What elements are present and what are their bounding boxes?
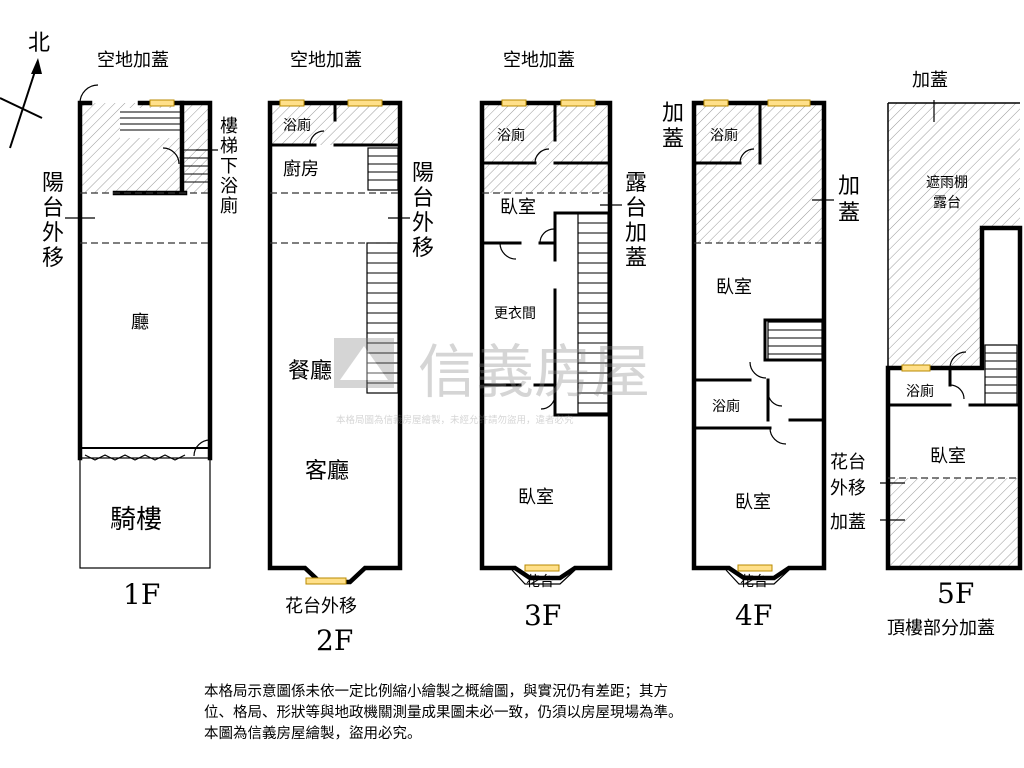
f5-planter-left-0: 花台	[830, 452, 866, 473]
f1-main-room: 廳	[131, 312, 149, 333]
f1-side-left-2: 外	[42, 221, 64, 246]
f3-caption: 3F	[524, 599, 561, 632]
brand-logo-icon	[334, 338, 394, 388]
f2-living: 客廳	[305, 459, 349, 484]
floor-1f: 空地加蓋 陽 台 外 移 樓 梯 下 浴 廁 廳 騎樓 1F	[42, 50, 238, 611]
f4-top-left-0: 加	[662, 101, 684, 126]
f1-side-right-1: 梯	[220, 136, 238, 157]
f4-side-right-1: 蓋	[838, 201, 860, 226]
brand-watermark: 信義房屋 本格局圖為信義房屋繪製，未經允許請勿盜用，違者必究	[334, 338, 650, 426]
f5-top-label: 加蓋	[912, 70, 948, 91]
f2-bath: 浴廁	[283, 117, 311, 134]
f2-kitchen: 廚房	[283, 158, 319, 180]
f3-bedroom-top: 臥室	[500, 197, 536, 218]
compass: 北	[0, 31, 50, 149]
floor-4f: 加 蓋 浴廁 加 蓋 臥室 浴廁 臥室 花台 4F	[662, 99, 860, 632]
f1-side-right-2: 下	[220, 156, 238, 177]
f4-bath-mid: 浴廁	[712, 398, 740, 415]
f1-arcade: 騎樓	[110, 505, 162, 535]
f5-bath: 浴廁	[906, 383, 934, 400]
watermark-brand: 信義房屋	[418, 338, 650, 406]
f3-side-right-2: 加	[625, 221, 647, 246]
disclaimer-line: 本格局示意圖係未依一定比例縮小繪製之概繪圖，與實況仍有差距；其方	[204, 684, 668, 700]
f1-side-left-3: 移	[42, 246, 64, 271]
f2-top-label: 空地加蓋	[290, 50, 362, 71]
f1-side-left-1: 台	[42, 196, 64, 221]
f5-planter-left-1: 外移	[830, 478, 866, 499]
f5-canopy-1: 露台	[933, 195, 961, 211]
watermark-caption: 本格局圖為信義房屋繪製，未經允許請勿盜用，違者必究	[336, 414, 574, 426]
f1-caption: 1F	[123, 578, 160, 611]
north-arrow-icon	[31, 58, 42, 74]
f5-addition-left: 加蓋	[830, 512, 866, 533]
f3-side-right-1: 台	[625, 196, 647, 221]
f2-side-right-1: 台	[412, 186, 434, 211]
f4-bedroom-main: 臥室	[735, 492, 771, 513]
f1-top-label: 空地加蓋	[97, 50, 169, 71]
f4-planter: 花台	[740, 574, 768, 590]
f4-bedroom-top: 臥室	[716, 277, 752, 298]
f4-top-left-1: 蓋	[662, 127, 684, 152]
f4-side-right-0: 加	[838, 174, 860, 199]
f5-subcaption: 頂樓部分加蓋	[887, 618, 995, 639]
floor-2f: 空地加蓋 浴廁 廚房 陽 台 外 移 餐廳 客廳 花台外移 2F	[267, 50, 434, 657]
f1-side-right-0: 樓	[220, 116, 238, 137]
f4-caption: 4F	[735, 599, 772, 632]
f2-side-right-3: 移	[412, 236, 434, 261]
floor-3f: 空地加蓋 浴廁 臥室 露 台 加 蓋 更衣間 臥室 花台 3F	[479, 50, 647, 632]
f2-side-right-0: 陽	[412, 161, 434, 186]
floor-5f: 加蓋 遮雨棚 露台 浴廁 臥室 花台 外移 加蓋 5F 頂樓部分加蓋	[830, 70, 1023, 639]
f5-canopy-0: 遮雨棚	[926, 175, 968, 191]
f2-bottom-label: 花台外移	[285, 596, 357, 617]
f3-closet: 更衣間	[494, 306, 536, 322]
f3-side-right-0: 露	[625, 171, 647, 196]
f5-caption: 5F	[937, 577, 974, 610]
f4-bath-top: 浴廁	[710, 127, 738, 144]
disclaimer-note: 本格局示意圖係未依一定比例縮小繪製之概繪圖，與實況仍有差距；其方 位、格局、形狀…	[204, 682, 844, 745]
compass-north-label: 北	[28, 31, 50, 56]
f2-dining: 餐廳	[288, 359, 332, 384]
f3-side-right-3: 蓋	[625, 246, 647, 271]
f2-side-right-2: 外	[412, 211, 434, 236]
f1-side-right-3: 浴	[220, 176, 238, 197]
f1-side-left-0: 陽	[42, 171, 64, 196]
f3-bedroom-main: 臥室	[518, 487, 554, 508]
f3-top-label: 空地加蓋	[503, 50, 575, 71]
f5-bedroom: 臥室	[930, 446, 966, 467]
f3-bath: 浴廁	[497, 127, 525, 144]
disclaimer-line: 本圖為信義房屋繪製，盜用必究。	[204, 726, 422, 742]
f1-side-right-4: 廁	[220, 195, 238, 217]
disclaimer-line: 位、格局、形狀等與地政機關測量成果圖未必一致，仍須以房屋現場為準。	[204, 705, 683, 721]
f3-planter: 花台	[526, 574, 554, 590]
f2-caption: 2F	[316, 624, 353, 657]
